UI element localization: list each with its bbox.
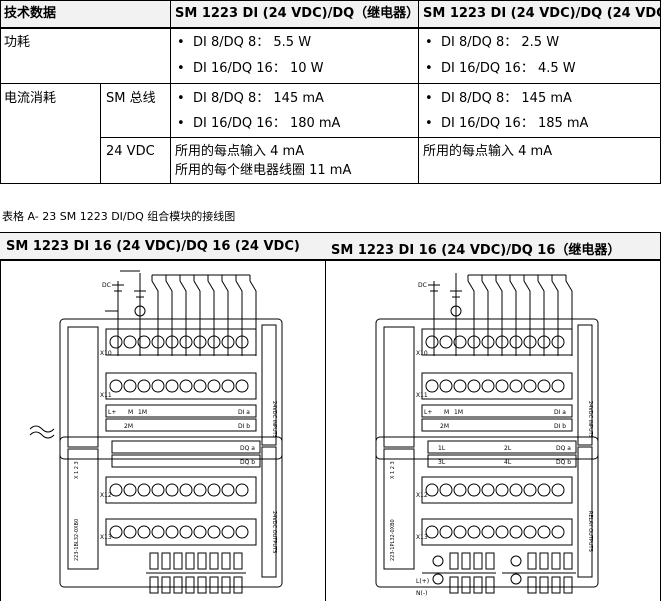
dib-label-left: DI b [238,423,250,430]
power-dc-2: DI 16/DQ 16： 4.5 W [425,61,576,77]
table-rule [170,0,171,184]
vdc24-dc-1: 所用的每点输入 4 mA [423,144,553,159]
m-label-right: M [444,409,449,416]
dqa-label-right: DQ a [556,445,571,452]
specs-table: 技术数据 SM 1223 DI (24 VDC)/DQ（继电器） SM 1223… [0,0,661,185]
lplus-load-label: L(+) [416,578,429,585]
row-smbus-label: SM 总线 [106,91,156,106]
part-left: 223-1BL32-0XB0 [74,519,80,561]
m2-label-right: 2M [440,423,449,430]
diagram-header-bg [0,233,660,259]
dib-label-right: DI b [554,423,566,430]
smbus-dc-2: DI 16/DQ 16： 185 mA [425,116,589,132]
row-current-label: 电流消耗 [4,91,57,106]
dc-label-left: DC [102,282,111,289]
diagram-rule [0,232,661,233]
outputs-side-left: 24VDC OUTPUTS [271,511,277,553]
x123-right: X 1 2 3 [390,461,396,479]
x10-label-left: X10 [100,350,112,357]
nminus-load-label: N(-) [416,590,427,597]
table-rule [0,0,661,1]
smbus-relay-2: DI 16/DQ 16： 180 mA [177,116,341,132]
dqb-label-right: DQ b [556,459,571,466]
table-header-bg [0,0,661,27]
power-dc-1: DI 8/DQ 8： 2.5 W [425,35,559,51]
power-relay-2: DI 16/DQ 16： 10 W [177,61,324,77]
lplus-label-left: L+ [108,409,116,416]
x13-label-right: X13 [416,534,428,541]
part-right: 223-1PL32-0XB0 [390,519,396,561]
row-24vdc-label: 24 VDC [106,144,155,159]
figure-caption: 表格 A- 23 SM 1223 DI/DQ 组合模块的接线图 [2,210,236,223]
smbus-dc-1: DI 8/DQ 8： 145 mA [425,91,572,107]
smbus-relay-1: DI 8/DQ 8： 145 mA [177,91,324,107]
relay-3l: 3L [438,459,446,466]
diagram-rule [325,232,326,601]
table-rule [0,0,1,184]
table-rule [0,83,661,84]
inputs-side-left: 24VDC INPUTS [271,401,277,438]
m1-label-right: 1M [454,409,463,416]
wiring-diagram-relay: DC X10 X11 X12 X13 L+ M 1M DI a 2M DI b … [375,273,599,597]
x11-label-left: X11 [100,392,112,399]
header-dc: SM 1223 DI (24 VDC)/DQ (24 VDC) [423,6,661,21]
vdc24-relay-1: 所用的每点输入 4 mA [175,144,305,159]
table-rule [0,183,661,184]
x11-label-right: X11 [416,392,428,399]
table-rule [100,83,101,184]
power-relay-1: DI 8/DQ 8： 5.5 W [177,35,311,51]
x10-label-right: X10 [416,350,428,357]
inputs-side-right: 24VDC INPUTS [587,401,593,438]
wiring-diagram-dc: DC X10 X11 X12 X13 L+ M 1M DI a 2M DI b … [29,270,283,594]
m2-label-left: 2M [124,423,133,430]
diagram-rule [0,232,1,601]
x123-left: X 1 2 3 [74,461,80,479]
m1-label-left: 1M [138,409,147,416]
x13-label-left: X13 [100,534,112,541]
diagram-left-title: SM 1223 DI 16 (24 VDC)/DQ 16 (24 VDC) [6,239,300,254]
dc-label-right: DC [418,282,427,289]
diagram-rule [0,259,661,261]
relay-2l: 2L [504,445,512,452]
dia-label-left: DI a [238,409,250,416]
row-power-label: 功耗 [4,35,31,50]
relay-1l: 1L [438,445,446,452]
dqb-label-left: DQ b [240,459,255,466]
diagram-right-title: SM 1223 DI 16 (24 VDC)/DQ 16（继电器） [331,243,621,258]
x12-label-right: X12 [416,492,428,499]
outputs-side-right: RELAY OUTPUTS [587,511,593,552]
vdc24-relay-2: 所用的每个继电器线圈 11 mA [175,163,352,178]
table-rule [100,137,661,138]
table-rule [0,27,661,29]
table-rule [418,0,419,184]
lplus-label-right: L+ [424,409,432,416]
m-label-left: M [128,409,133,416]
header-relay: SM 1223 DI (24 VDC)/DQ（继电器） [175,6,420,21]
header-tech-data: 技术数据 [4,6,57,21]
dia-label-right: DI a [554,409,566,416]
dqa-label-left: DQ a [240,445,255,452]
x12-label-left: X12 [100,492,112,499]
relay-4l: 4L [504,459,512,466]
